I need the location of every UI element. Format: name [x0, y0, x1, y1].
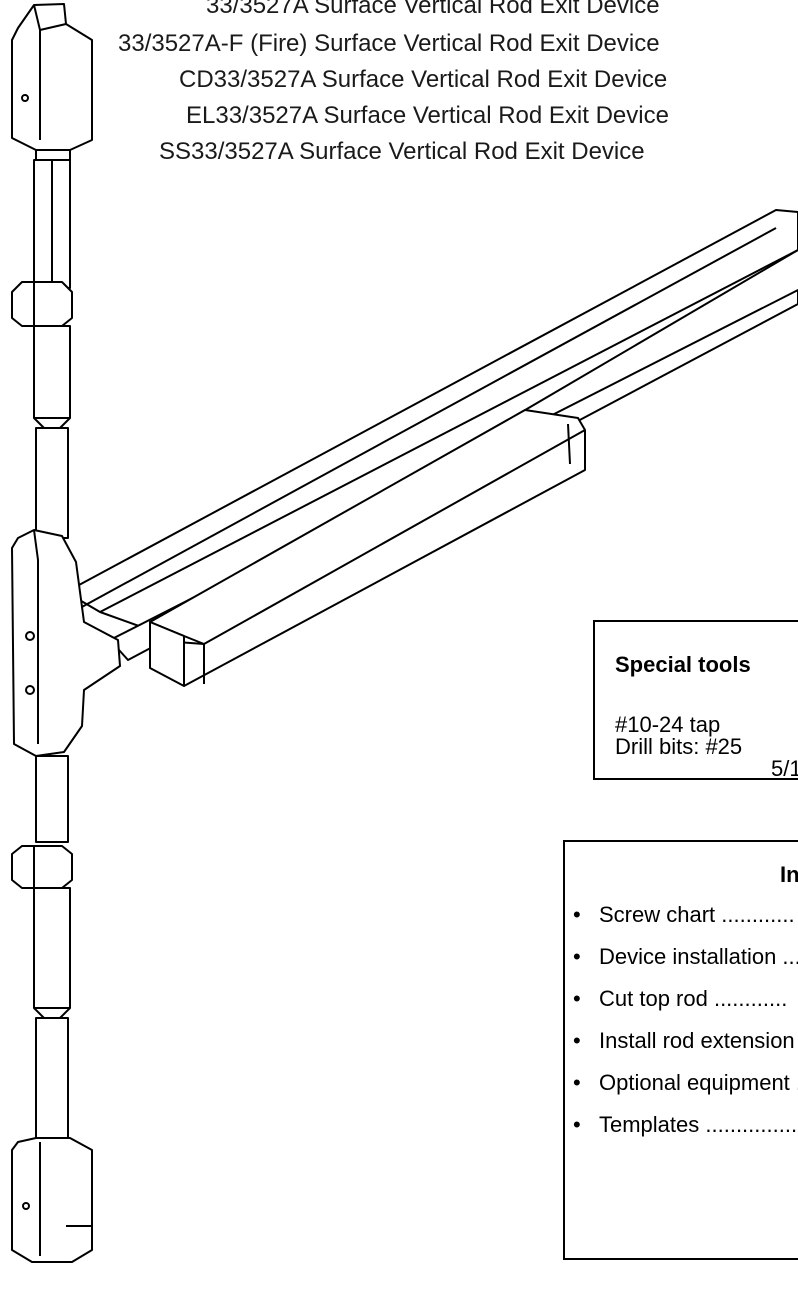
title-line-1: 33/3527A Surface Vertical Rod Exit Devic…: [206, 0, 660, 19]
bullet-icon: •: [573, 944, 581, 969]
index-heading: Index: [780, 862, 798, 887]
index-item: • Templates ...............: [573, 1112, 797, 1138]
special-tools-panel: Special tools #10-24 tap Drill bits: #25…: [593, 620, 798, 780]
title-block: 33/3527A Surface Vertical Rod Exit Devic…: [0, 0, 798, 180]
index-item: • Device installation ...: [573, 944, 798, 970]
index-item-label: Device installation ...: [599, 944, 798, 969]
title-line-4: EL33/3527A Surface Vertical Rod Exit Dev…: [186, 102, 669, 129]
special-tools-heading: Special tools: [615, 652, 751, 677]
index-item-label: Screw chart ............: [599, 902, 795, 927]
title-line-3: CD33/3527A Surface Vertical Rod Exit Dev…: [179, 66, 668, 93]
tools-line-tap: #10-24 tap: [615, 712, 721, 737]
bullet-icon: •: [573, 902, 581, 927]
index-item: • Optional equipment ..: [573, 1070, 798, 1096]
index-item: • Install rod extension: [573, 1028, 795, 1054]
index-item: • Cut top rod ............: [573, 986, 787, 1012]
bullet-icon: •: [573, 1112, 581, 1137]
bullet-icon: •: [573, 1028, 581, 1053]
tools-line-drill: Drill bits: #25: [615, 734, 743, 759]
index-item-label: Cut top rod ............: [599, 986, 788, 1011]
index-item: • Screw chart ............: [573, 902, 795, 928]
index-item-label: Optional equipment ..: [599, 1070, 798, 1095]
tools-line-drill-size: 5/16": [771, 756, 798, 780]
bullet-icon: •: [573, 986, 581, 1011]
index-panel: Index • Screw chart ............ • Device …: [563, 840, 798, 1260]
index-item-label: Templates ...............: [599, 1112, 798, 1137]
bullet-icon: •: [573, 1070, 581, 1095]
title-line-2: 33/3527A-F (Fire) Surface Vertical Rod E…: [118, 30, 660, 57]
index-item-label: Install rod extension: [599, 1028, 795, 1053]
title-line-5: SS33/3527A Surface Vertical Rod Exit Dev…: [159, 138, 645, 165]
